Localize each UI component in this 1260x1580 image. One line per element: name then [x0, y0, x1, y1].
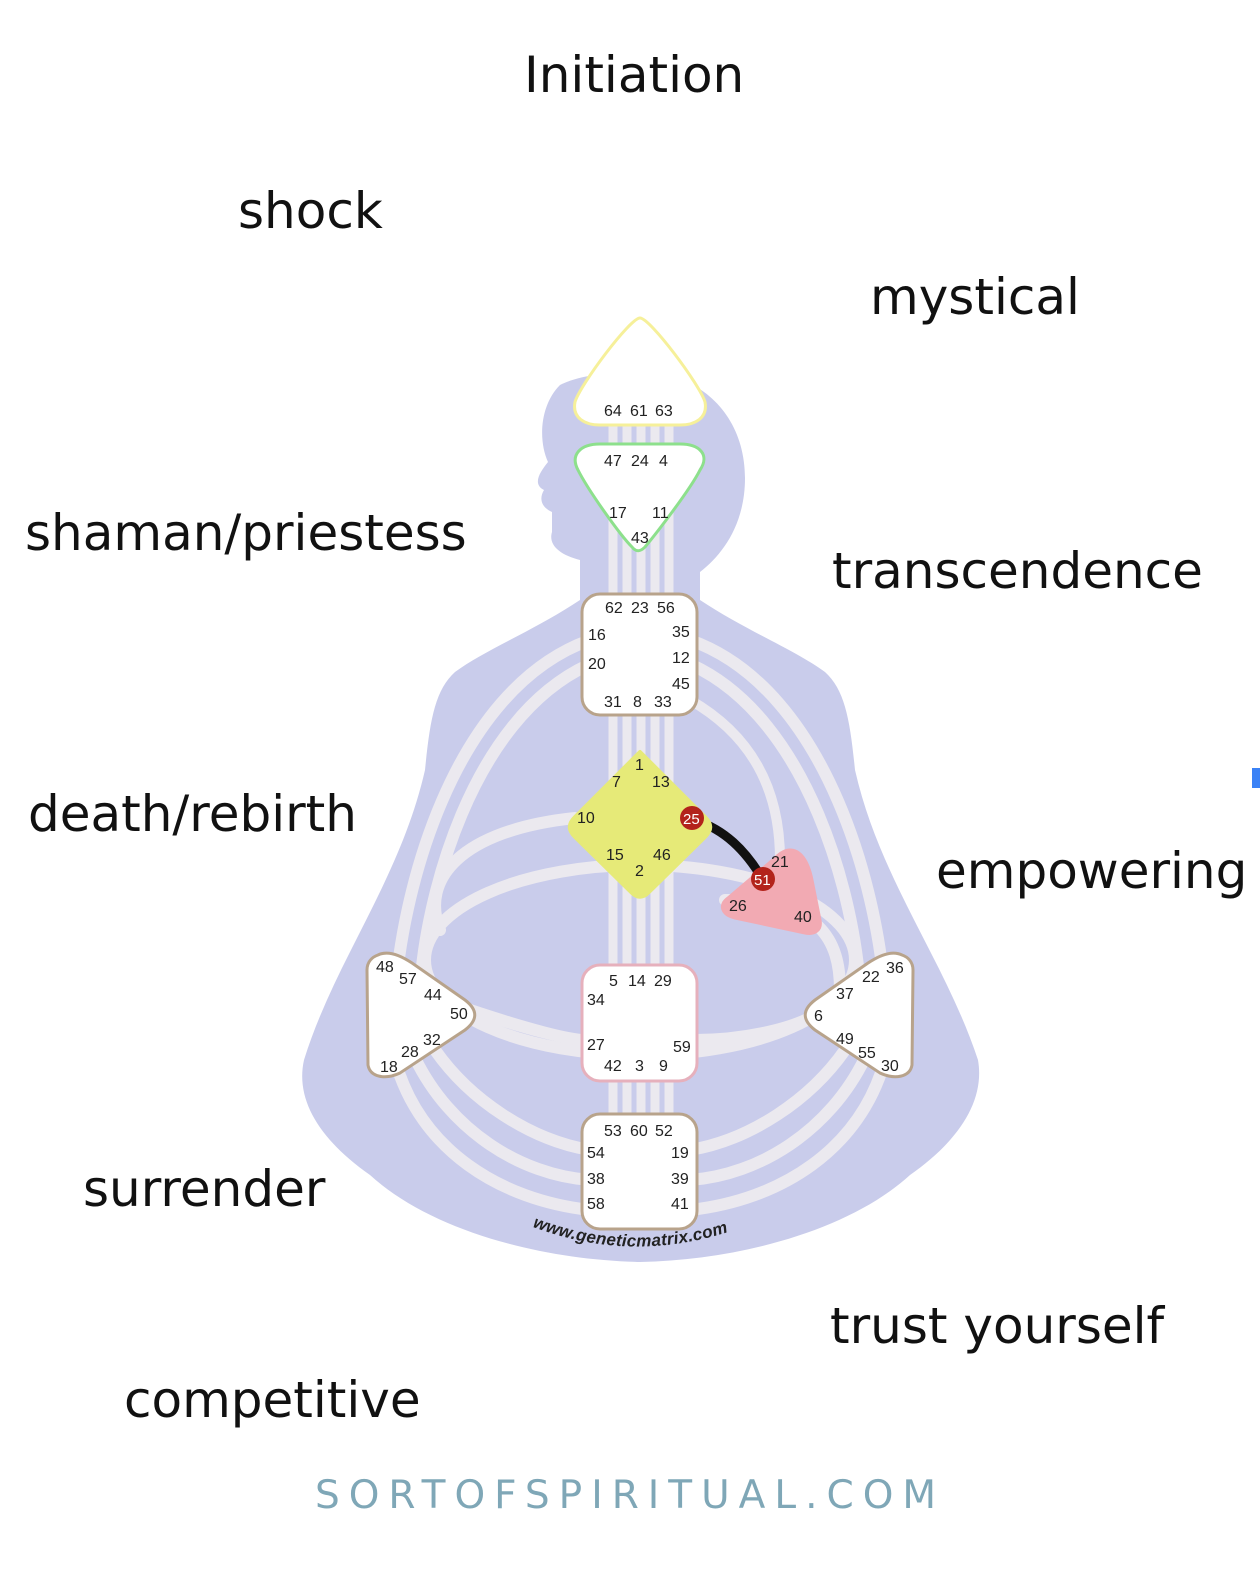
gate-40: 40	[794, 909, 812, 926]
word-death-rebirth: death/rebirth	[28, 785, 357, 843]
gate-48: 48	[376, 959, 394, 976]
edge-marker	[1252, 768, 1260, 788]
gate-34: 34	[587, 992, 605, 1009]
gate-64: 64	[604, 403, 622, 420]
gate-23: 23	[631, 600, 649, 617]
gate-27: 27	[587, 1037, 605, 1054]
gate-19: 19	[671, 1145, 689, 1162]
gate-9: 9	[659, 1058, 668, 1075]
gate-20: 20	[588, 656, 606, 673]
gate-5: 5	[609, 973, 618, 990]
gate-29: 29	[654, 973, 672, 990]
gate-37: 37	[836, 986, 854, 1003]
active-gate-25-circle	[680, 806, 704, 830]
gate-60: 60	[630, 1123, 648, 1140]
gate-6: 6	[814, 1008, 823, 1025]
word-surrender: surrender	[83, 1160, 326, 1218]
gate-31: 31	[604, 694, 622, 711]
word-trust-yourself: trust yourself	[830, 1297, 1165, 1355]
gate-38: 38	[587, 1171, 605, 1188]
gate-1: 1	[635, 757, 644, 774]
gate-7: 7	[612, 774, 621, 791]
ajna-center	[573, 442, 706, 553]
g-center	[567, 750, 713, 899]
gate-56: 56	[657, 600, 675, 617]
word-mystical: mystical	[870, 268, 1080, 326]
gate-8: 8	[633, 694, 642, 711]
gate-32: 32	[423, 1032, 441, 1049]
word-competitive: competitive	[124, 1371, 421, 1429]
word-shock: shock	[238, 182, 383, 240]
sacral-center	[580, 963, 699, 1083]
gate-53: 53	[604, 1123, 622, 1140]
gate-26: 26	[729, 898, 747, 915]
gate-61: 61	[630, 403, 648, 420]
word-empowering: empowering	[936, 842, 1248, 900]
gate-41: 41	[671, 1196, 689, 1213]
gate-35: 35	[672, 624, 690, 641]
gate-24: 24	[631, 453, 649, 470]
solar-plexus-center	[803, 951, 915, 1079]
gate-43: 43	[631, 530, 649, 547]
heart-center	[720, 848, 822, 935]
gate-10: 10	[577, 810, 595, 827]
gate-63: 63	[655, 403, 673, 420]
gate-4: 4	[659, 453, 668, 470]
gate-11: 11	[652, 505, 669, 522]
gate-44: 44	[424, 987, 442, 1004]
gate-62: 62	[605, 600, 623, 617]
gate-21: 21	[771, 854, 789, 871]
head-center	[573, 316, 707, 427]
gate-45: 45	[672, 676, 690, 693]
gate-22: 22	[862, 969, 880, 986]
gate-59: 59	[673, 1039, 691, 1056]
gate-50: 50	[450, 1006, 468, 1023]
gate-52: 52	[655, 1123, 673, 1140]
gate-15: 15	[606, 847, 624, 864]
gate-13: 13	[652, 774, 670, 791]
gate-3: 3	[635, 1058, 644, 1075]
gate-46: 46	[653, 847, 671, 864]
word-initiation: Initiation	[524, 46, 745, 104]
gate-2: 2	[635, 863, 644, 880]
gate-28: 28	[401, 1044, 419, 1061]
gate-39: 39	[671, 1171, 689, 1188]
footer-brand: SORTOFSPIRITUAL.COM	[314, 1473, 946, 1518]
gate-18: 18	[380, 1059, 398, 1076]
spleen-center	[365, 951, 477, 1079]
gate-54: 54	[587, 1145, 605, 1162]
gate-51: 51	[754, 872, 771, 889]
throat-center	[580, 592, 699, 717]
gate-57: 57	[399, 971, 417, 988]
gate-25: 25	[683, 811, 700, 828]
active-gate-51-circle	[751, 867, 775, 891]
gate-55: 55	[858, 1045, 876, 1062]
gate-49: 49	[836, 1031, 854, 1048]
gate-36: 36	[886, 960, 904, 977]
word-shaman-priestess: shaman/priestess	[25, 504, 467, 562]
word-transcendence: transcendence	[832, 542, 1203, 600]
gate-12: 12	[672, 650, 690, 667]
gate-42: 42	[604, 1058, 622, 1075]
gate-17: 17	[609, 505, 627, 522]
gate-14: 14	[628, 973, 646, 990]
gate-47: 47	[604, 453, 622, 470]
gate-16: 16	[588, 627, 606, 644]
gate-33: 33	[654, 694, 672, 711]
root-center	[580, 1112, 699, 1231]
gate-30: 30	[881, 1058, 899, 1075]
gate-58: 58	[587, 1196, 605, 1213]
